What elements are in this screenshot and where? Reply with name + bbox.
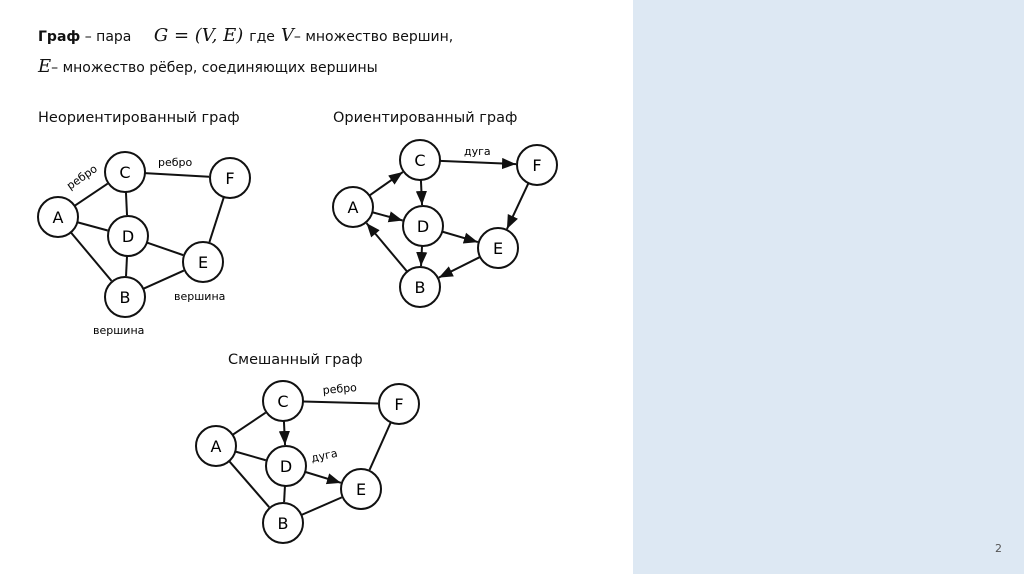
node-C bbox=[262, 380, 304, 422]
arc-C-F bbox=[439, 157, 517, 170]
node-F bbox=[378, 383, 420, 425]
node-label-F: F bbox=[394, 395, 403, 414]
node-C bbox=[104, 151, 146, 193]
edge-B-E bbox=[142, 269, 185, 290]
pair-text: – пара bbox=[80, 29, 132, 45]
node-F bbox=[516, 144, 558, 186]
edge-A-D bbox=[234, 450, 267, 462]
node-B bbox=[262, 502, 304, 544]
node-E bbox=[182, 241, 224, 283]
node-C bbox=[399, 139, 441, 181]
e-description: – множество рёбер, соединяющих вершины bbox=[51, 60, 378, 76]
node-label-A: A bbox=[53, 208, 64, 227]
formula: G = (V, E) bbox=[153, 25, 244, 46]
edge-D-E bbox=[146, 241, 184, 257]
arc-A-C bbox=[368, 171, 404, 197]
node-B bbox=[399, 266, 441, 308]
vertex-label: вершина bbox=[174, 290, 225, 303]
directed-title: Ориентированный граф bbox=[333, 110, 518, 126]
node-label-D: D bbox=[417, 217, 429, 236]
node-label-A: A bbox=[211, 437, 222, 456]
v-symbol: V bbox=[280, 25, 294, 46]
definition-line-1: Граф – пара G = (V, E) где V– множество ве… bbox=[38, 25, 453, 46]
side-panel bbox=[633, 0, 1024, 574]
edge-label: ребро bbox=[322, 381, 358, 397]
node-D bbox=[107, 215, 149, 257]
edge-F-E bbox=[208, 196, 225, 243]
edge-D-B bbox=[283, 485, 286, 503]
node-D bbox=[265, 445, 307, 487]
edge-label: ребро bbox=[158, 156, 193, 169]
arc-D-E bbox=[441, 230, 479, 244]
mixed-graph: A B C D E F bbox=[195, 380, 420, 544]
arc-C-D bbox=[415, 179, 428, 206]
node-D bbox=[402, 205, 444, 247]
arc-D-B bbox=[416, 245, 428, 267]
definition-line-2: E– множество рёбер, соединяющих вершины bbox=[38, 56, 378, 77]
node-label-B: B bbox=[120, 288, 131, 307]
page-number: 2 bbox=[995, 542, 1002, 555]
edge-B-E bbox=[300, 496, 343, 516]
node-label-D: D bbox=[280, 457, 292, 476]
node-A bbox=[332, 186, 374, 228]
edge-A-B bbox=[70, 231, 113, 282]
arc-label: дуга bbox=[464, 145, 491, 158]
edge-C-F bbox=[144, 172, 210, 178]
edge-A-B bbox=[228, 460, 270, 508]
arc-A-D bbox=[372, 211, 403, 223]
node-B bbox=[104, 276, 146, 318]
node-A bbox=[37, 196, 79, 238]
node-label-E: E bbox=[356, 480, 366, 499]
node-label-F: F bbox=[532, 156, 541, 175]
undirected-title: Неориентированный граф bbox=[38, 110, 240, 126]
edge-label: ребро bbox=[64, 162, 100, 192]
node-label-E: E bbox=[493, 239, 503, 258]
vertex-label: вершина bbox=[93, 324, 144, 337]
edge-A-C bbox=[232, 411, 267, 436]
directed-graph: A B C D E F bbox=[332, 139, 558, 308]
node-label-C: C bbox=[414, 151, 425, 170]
mixed-title: Смешанный граф bbox=[228, 352, 363, 368]
arc-B-A bbox=[365, 222, 408, 273]
node-F bbox=[209, 157, 251, 199]
node-label-D: D bbox=[122, 227, 134, 246]
edge-C-F bbox=[302, 400, 379, 405]
arc-D-E bbox=[304, 470, 342, 485]
v-description: – множество вершин, bbox=[293, 29, 454, 45]
where-text: где bbox=[249, 29, 275, 45]
edge-A-C bbox=[74, 182, 109, 207]
edge-A-D bbox=[77, 221, 108, 232]
edge-D-B bbox=[125, 255, 129, 277]
node-label-E: E bbox=[198, 253, 208, 272]
e-symbol: E bbox=[38, 56, 52, 77]
node-label-A: A bbox=[348, 198, 359, 217]
arc-label: дуга bbox=[310, 447, 339, 465]
edge-C-D bbox=[124, 191, 129, 216]
node-label-C: C bbox=[119, 163, 130, 182]
node-label-F: F bbox=[225, 169, 234, 188]
node-label-B: B bbox=[278, 514, 289, 533]
node-label-B: B bbox=[415, 278, 426, 297]
undirected-graph: A B C D E F bbox=[37, 151, 251, 318]
node-E bbox=[477, 227, 519, 269]
term: Граф bbox=[38, 29, 81, 45]
node-E bbox=[340, 468, 382, 510]
edge-F-E bbox=[368, 421, 392, 471]
arc-E-B bbox=[438, 256, 481, 279]
arc-C-D bbox=[278, 420, 290, 446]
node-label-C: C bbox=[277, 392, 288, 411]
node-A bbox=[195, 425, 237, 467]
arc-F-E bbox=[506, 182, 530, 230]
